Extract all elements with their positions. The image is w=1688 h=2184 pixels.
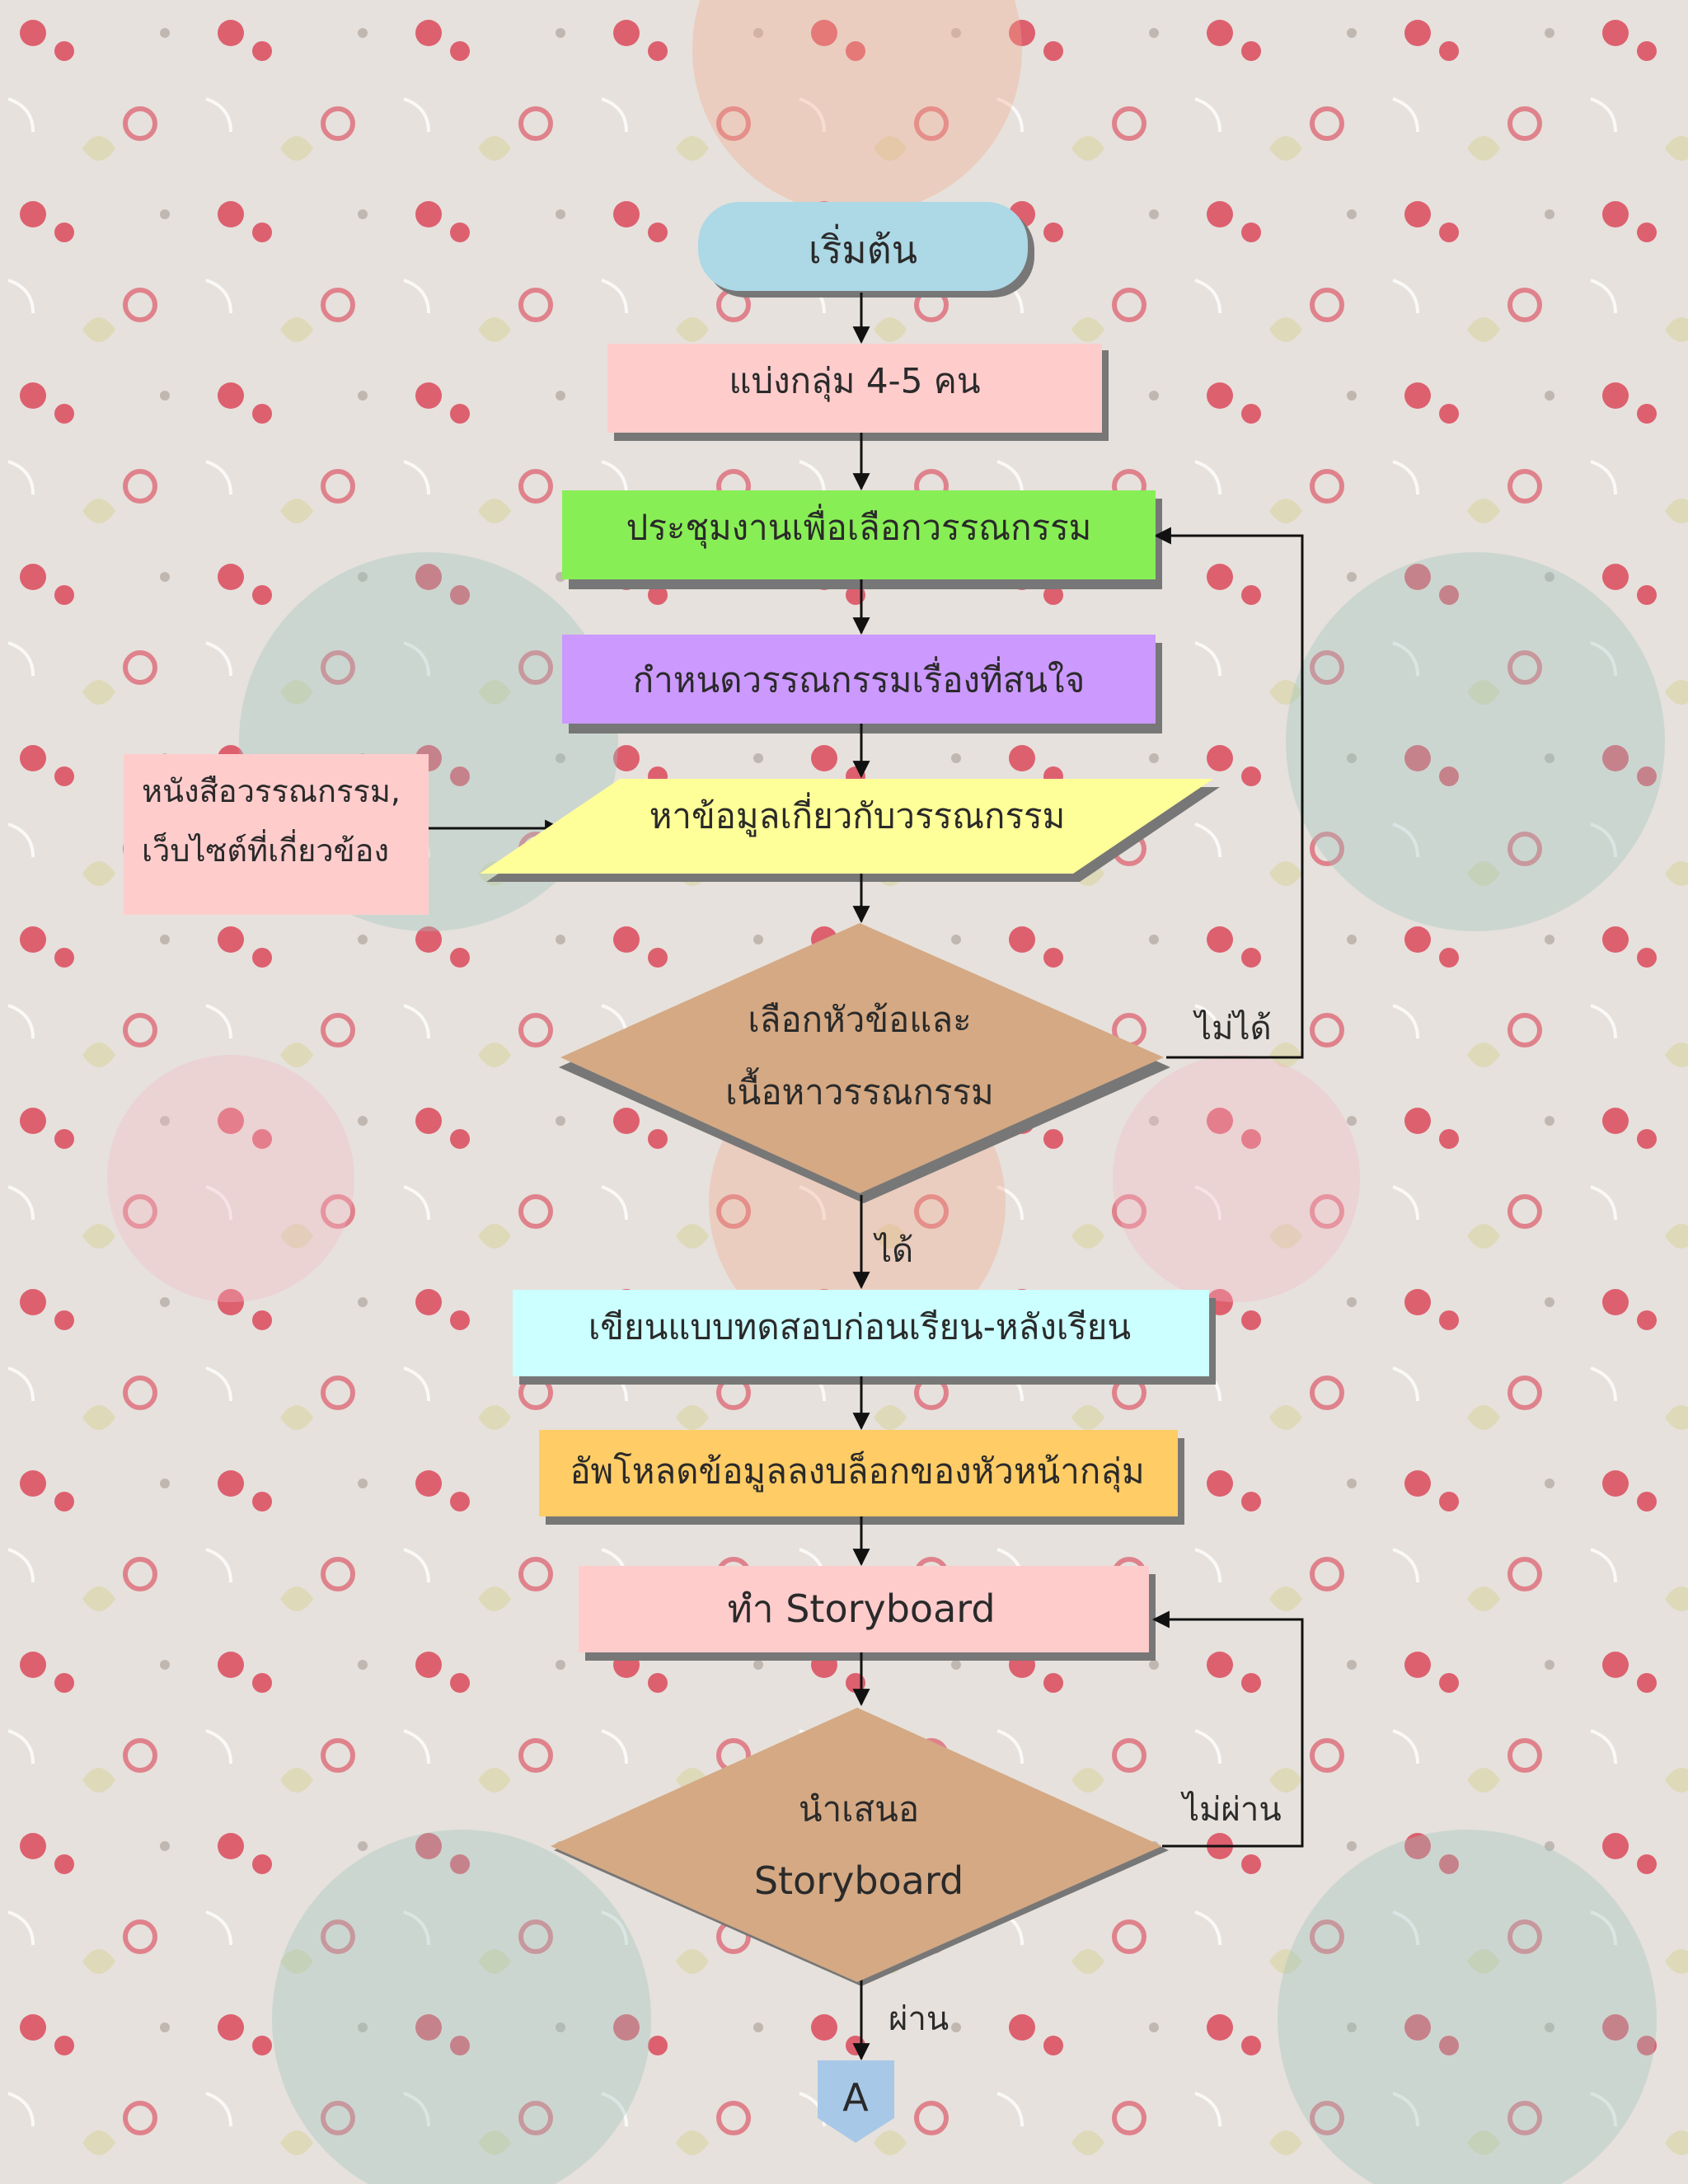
teal-flower-bottom-left [272, 1830, 651, 2184]
start-terminator [698, 202, 1028, 291]
pretest-process-box [513, 1290, 1209, 1376]
flow-text: เริ่มต้น แบ่งกลุ่ม 4-5 คน ประชุมงานเพื่อ… [142, 223, 1282, 2120]
source-text-line1: หนังสือวรรณกรรม, [142, 773, 401, 809]
research-text: หาข้อมูลเกี่ยวกับวรรณกรรม [649, 793, 1066, 837]
decision1-yes-label: ได้ [873, 1232, 913, 1270]
upload-process-box [539, 1430, 1178, 1516]
teal-flower-bottom-right [1278, 1830, 1657, 2184]
source-text-line2: เว็บไซต์ที่เกี่ยวข้อง [142, 829, 389, 869]
peach-flower-top [692, 0, 1022, 214]
define-process-box [562, 635, 1156, 724]
decision1-text-line1: เลือกหัวข้อและ [748, 1000, 971, 1040]
pretest-text: เขียนแบบทดสอบก่อนเรียน-หลังเรียน [588, 1307, 1131, 1347]
decision2-diamond [551, 1708, 1162, 1982]
decision2-text-line1: นำเสนอ [799, 1789, 919, 1830]
decision1-no-label: ไม่ได้ [1193, 1010, 1272, 1047]
flow-arrows [429, 293, 1304, 2061]
group-process-box [607, 344, 1102, 433]
teal-flower-right [1286, 552, 1665, 931]
decision2-fail-label: ไม่ผ่าน [1180, 1791, 1282, 1829]
storyboard-process-box [579, 1566, 1149, 1652]
decision2-text-line2: Storyboard [754, 1858, 964, 1903]
decision2-pass-label: ผ่าน [889, 2000, 949, 2038]
decision1-diamond [560, 923, 1164, 1193]
connector-text: A [842, 2075, 869, 2120]
upload-text: อัพโหลดข้อมูลลงบล็อกของหัวหน้ากลุ่ม [570, 1451, 1144, 1493]
meeting-process-box [562, 490, 1156, 579]
pink-flower-right [1113, 1055, 1360, 1302]
source-note-box [124, 754, 429, 915]
start-text: เริ่มต้น [809, 223, 917, 272]
flow-shapes [124, 202, 1213, 2143]
decision1-text-line2: เนื้อหาวรรณกรรม [725, 1067, 993, 1113]
research-io-parallelogram [480, 779, 1213, 874]
meeting-text: ประชุมงานเพื่อเลือกวรรณกรรม [626, 504, 1092, 550]
offpage-connector-a [818, 2060, 894, 2143]
pink-flower-left [107, 1055, 354, 1302]
group-text: แบ่งกลุ่ม 4-5 คน [729, 361, 980, 403]
storyboard-text: ทำ Storyboard [727, 1586, 995, 1631]
arrow-decision1-no-loop [1153, 527, 1304, 1059]
arrow-decision2-fail-loop [1151, 1610, 1304, 1848]
define-text: กำหนดวรรณกรรมเรื่องที่สนใจ [633, 657, 1085, 701]
